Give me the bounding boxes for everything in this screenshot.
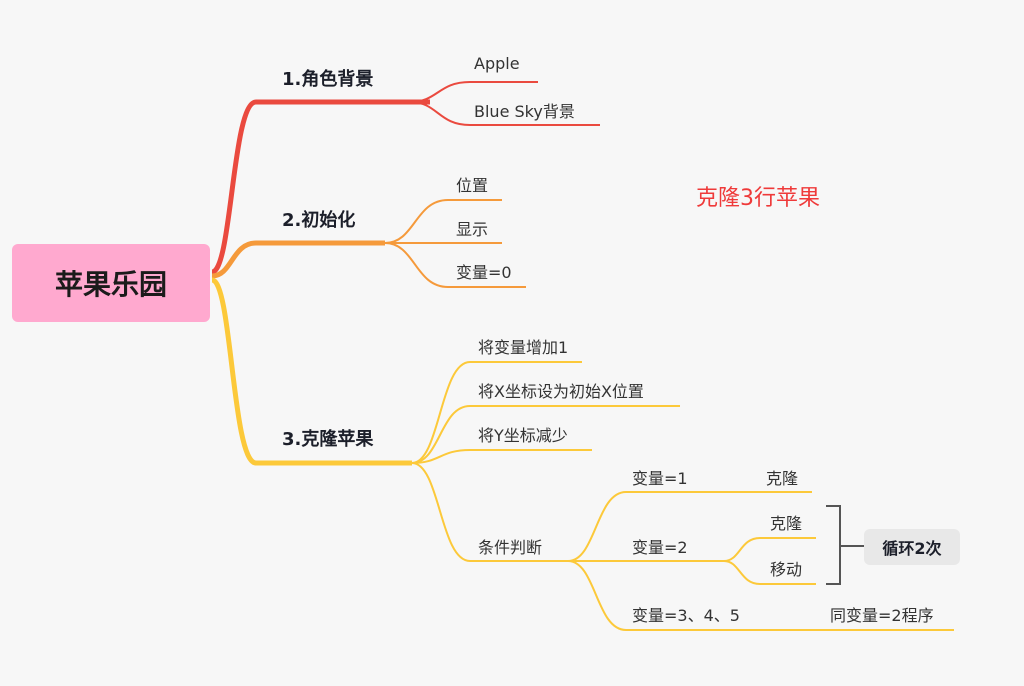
edge-root-branch3 [210, 277, 412, 466]
case-var-345[interactable]: 变量=3、4、5 [632, 606, 740, 625]
branch-1-title[interactable]: 1.角色背景 [282, 69, 374, 90]
case-1-clone[interactable]: 克隆 [766, 469, 799, 488]
edge-b3-setx [411, 405, 680, 464]
case-3-same[interactable]: 同变量=2程序 [830, 606, 934, 625]
edge-b3-decy [411, 449, 592, 464]
topic-show[interactable]: 显示 [456, 220, 489, 239]
case-var-2[interactable]: 变量=2 [632, 538, 688, 557]
edge-b2-var [384, 242, 526, 288]
edge-cond-case1 [567, 491, 690, 562]
branch-3-title[interactable]: 3.克隆苹果 [282, 429, 374, 450]
edge-cond-case3 [567, 560, 802, 631]
topic-var-zero[interactable]: 变量=0 [456, 263, 512, 282]
summary-loop[interactable]: 循环2次 [864, 529, 960, 565]
topic-set-x[interactable]: 将X坐标设为初始X位置 [478, 382, 644, 401]
edge-b1-bluesky [409, 101, 600, 126]
topic-condition[interactable]: 条件判断 [478, 538, 543, 557]
root-topic[interactable]: 苹果乐园 [12, 244, 210, 322]
case-2-move[interactable]: 移动 [770, 560, 803, 579]
topic-apple[interactable]: Apple [474, 54, 520, 73]
edge-b1-apple [409, 81, 538, 103]
case-2-clone[interactable]: 克隆 [770, 514, 803, 533]
edge-case2-clone [723, 537, 816, 562]
case-var-1[interactable]: 变量=1 [632, 469, 688, 488]
floating-note[interactable]: 克隆3行苹果 [696, 186, 820, 211]
edge-case2-move [723, 560, 816, 585]
edge-b2-pos [384, 199, 502, 244]
branch-2-title[interactable]: 2.初始化 [282, 210, 356, 231]
topic-blue-sky[interactable]: Blue Sky背景 [474, 102, 575, 121]
summary-bracket [826, 505, 841, 585]
edge-b3-cond [411, 462, 568, 562]
edge-root-branch1 [210, 99, 430, 275]
edge-b3-inc [411, 361, 582, 464]
edge-root-branch2 [211, 240, 385, 279]
topic-var-increase[interactable]: 将变量增加1 [478, 338, 569, 357]
topic-position[interactable]: 位置 [456, 176, 489, 195]
topic-decrease-y[interactable]: 将Y坐标减少 [478, 426, 568, 445]
